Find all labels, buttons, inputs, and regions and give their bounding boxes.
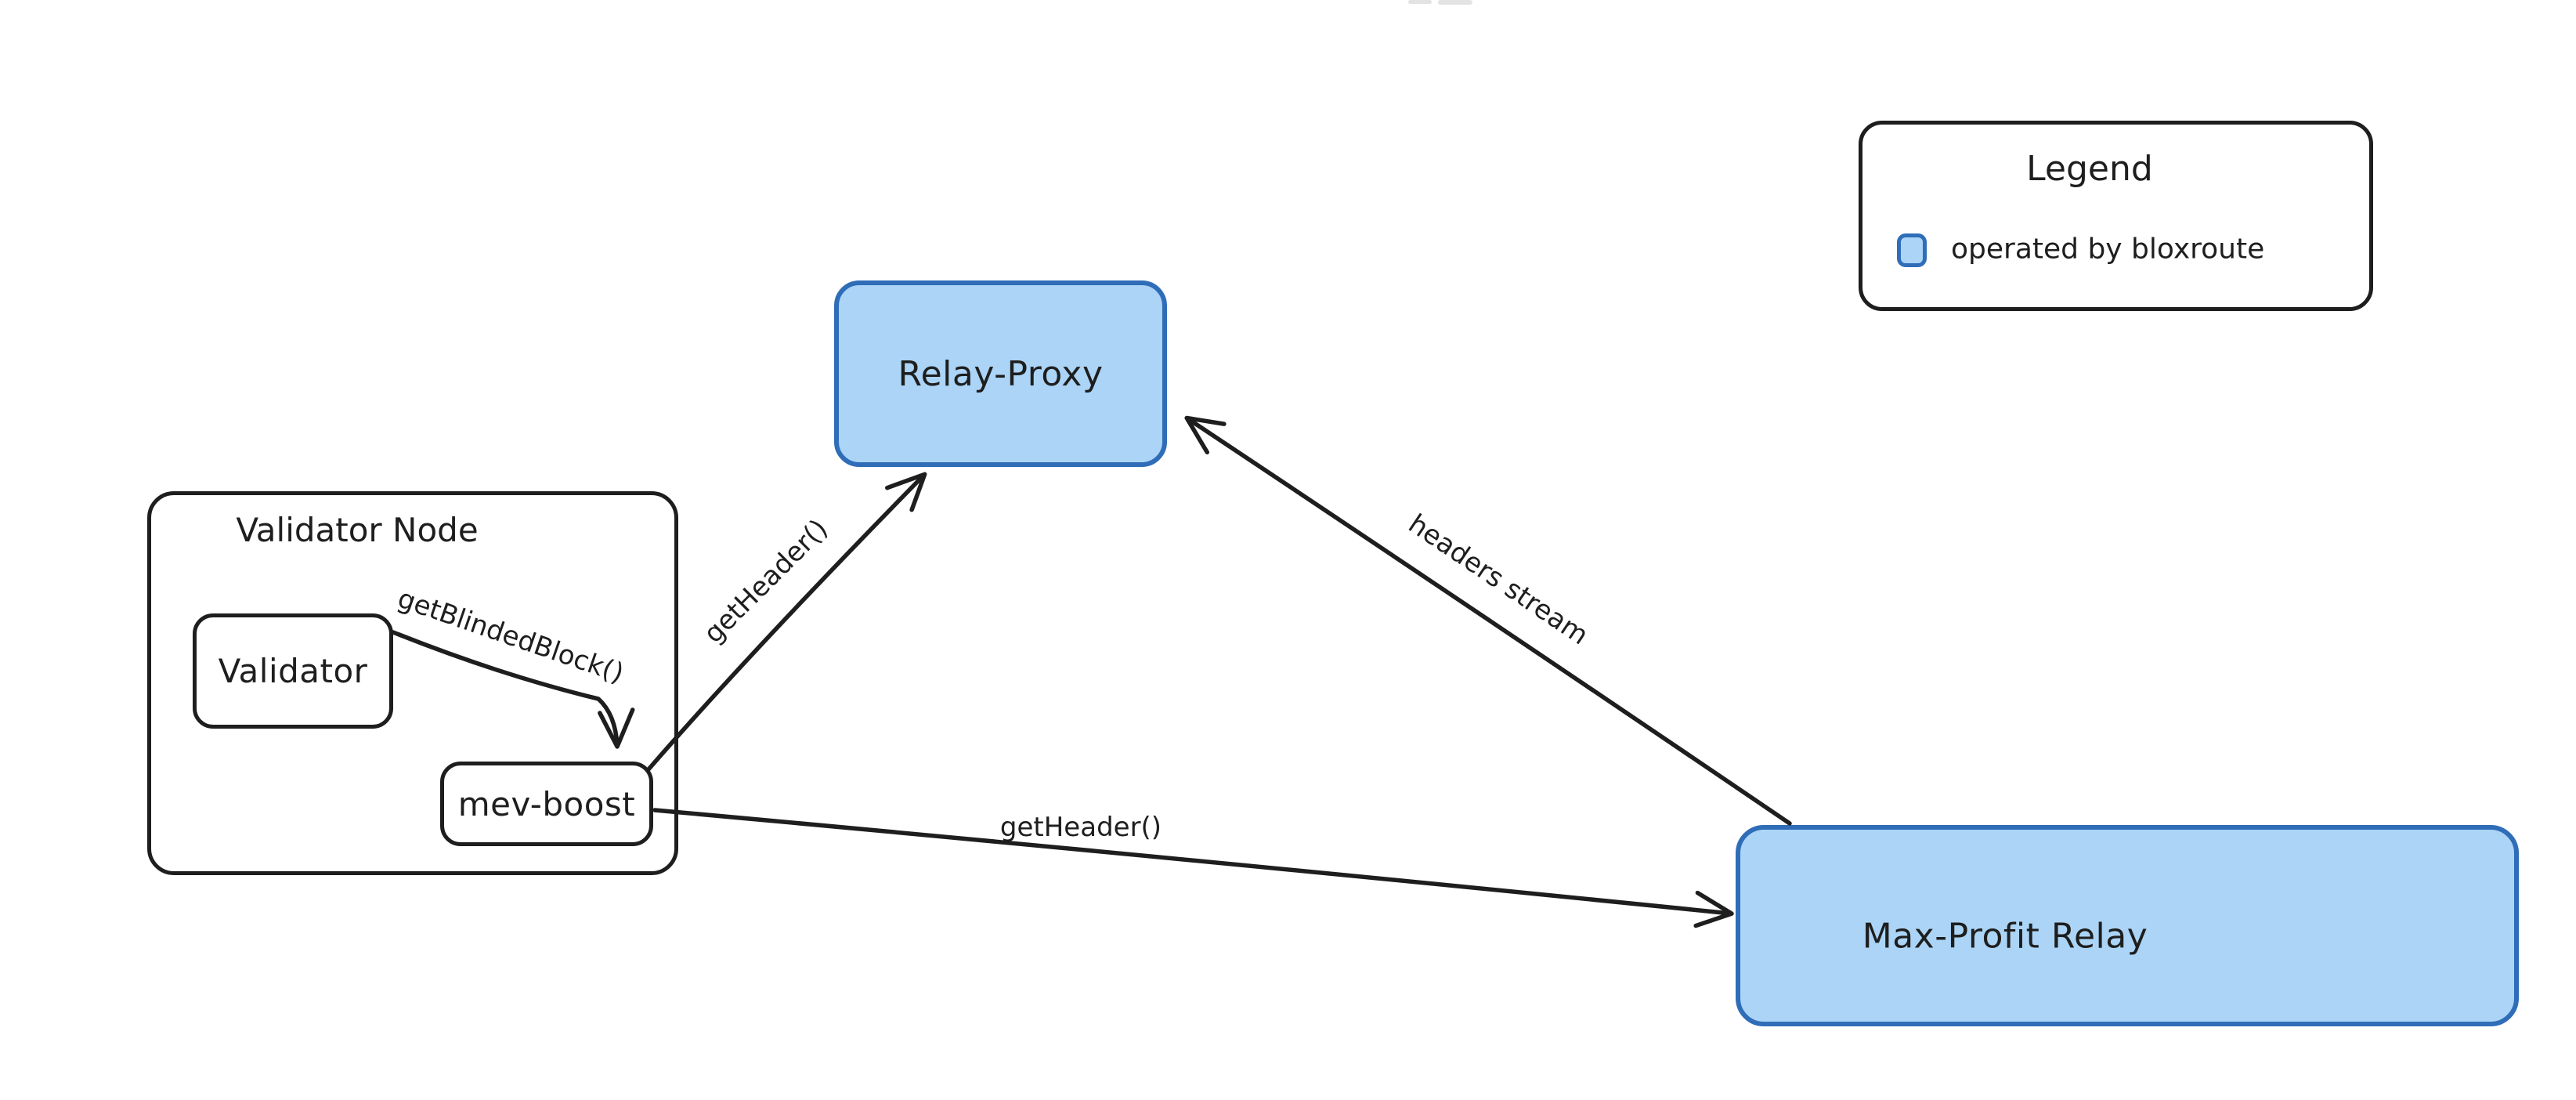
relay-proxy-label: Relay-Proxy <box>898 353 1104 394</box>
legend-box[interactable] <box>1859 121 2373 311</box>
validator-label: Validator <box>218 652 368 690</box>
validator-node-title: Validator Node <box>236 511 479 549</box>
legend-blue-swatch-icon <box>1897 233 1927 267</box>
cropped-artifact <box>1438 0 1472 5</box>
edge-mev-boost-to-relay-proxy[interactable] <box>646 472 927 772</box>
relay-proxy-box[interactable]: Relay-Proxy <box>834 280 1167 467</box>
edge-validator-to-mev-boost[interactable] <box>391 630 635 749</box>
legend-item-label: operated by bloxroute <box>1951 233 2265 266</box>
max-profit-relay-label: Max-Profit Relay <box>1862 916 2148 957</box>
validator-node-box[interactable] <box>147 491 678 875</box>
cropped-artifact <box>1408 0 1432 4</box>
mev-boost-label: mev-boost <box>457 784 636 823</box>
edge-mev-boost-to-max-profit[interactable] <box>652 808 1734 928</box>
edge-max-profit-to-relay-proxy[interactable] <box>1184 415 1792 826</box>
mev-boost-box[interactable]: mev-boost <box>440 762 653 846</box>
legend-title: Legend <box>2026 149 2153 189</box>
max-profit-relay-box[interactable] <box>1736 825 2519 1026</box>
validator-box[interactable]: Validator <box>193 613 393 729</box>
edge-label-get-header-lower[interactable]: getHeader() <box>999 812 1162 843</box>
